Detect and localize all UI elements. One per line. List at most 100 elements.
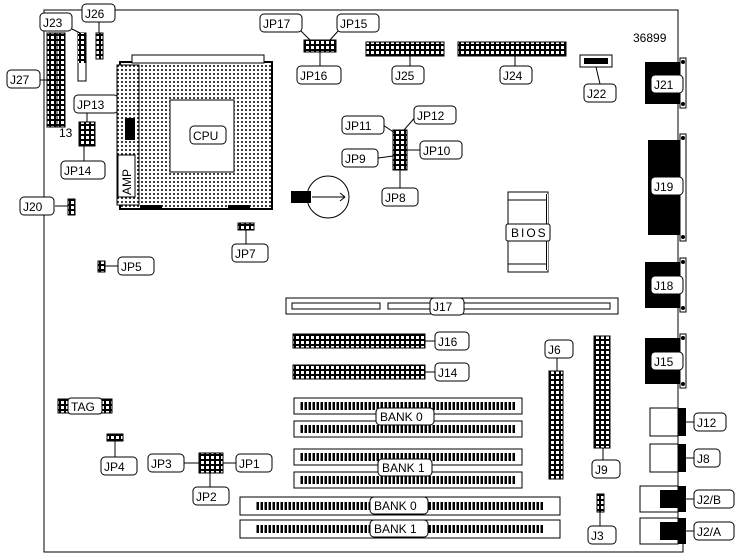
j9-callout: J9 — [591, 459, 621, 479]
svg-text:JP12: JP12 — [417, 109, 445, 123]
jp1-callout: JP1 — [235, 453, 273, 473]
jp13-callout: JP13 — [73, 94, 119, 114]
svg-text:AMP: AMP — [120, 169, 134, 195]
svg-text:JP10: JP10 — [423, 144, 451, 158]
svg-text:J14: J14 — [438, 366, 458, 380]
svg-text:JP4: JP4 — [104, 460, 125, 474]
svg-text:JP16: JP16 — [300, 69, 328, 83]
j16-slot — [292, 333, 426, 349]
bank0-upper-slots — [293, 397, 523, 438]
j12-port — [649, 407, 686, 437]
j22-callout: J22 — [583, 83, 617, 103]
j2a-callout: J2/A — [693, 521, 735, 541]
svg-text:J26: J26 — [85, 7, 105, 21]
svg-text:J25: J25 — [395, 69, 415, 83]
battery — [291, 175, 350, 219]
j3-header — [596, 493, 605, 513]
svg-text:J27: J27 — [10, 73, 30, 87]
svg-text:BANK 0: BANK 0 — [380, 410, 423, 424]
svg-text:JP2: JP2 — [196, 490, 217, 504]
jp15-callout: JP15 — [336, 13, 380, 33]
j19-callout: J19 — [650, 176, 684, 196]
j20-header — [67, 198, 76, 216]
svg-text:J19: J19 — [654, 180, 674, 194]
j18-callout: J18 — [650, 275, 684, 295]
svg-text:BIOS: BIOS — [511, 226, 548, 240]
j2b-port — [639, 485, 686, 513]
j26-callout: J26 — [81, 3, 116, 23]
svg-text:J6: J6 — [548, 343, 561, 357]
svg-text:JP15: JP15 — [340, 17, 368, 31]
j8-port — [649, 443, 686, 473]
svg-text:JP5: JP5 — [121, 260, 142, 274]
cpu-socket — [116, 54, 273, 210]
jp4-jumper — [106, 433, 124, 442]
jp8-jp12-jumpers — [392, 129, 408, 171]
j8-callout: J8 — [693, 448, 721, 468]
amp-callout: AMP — [117, 154, 136, 198]
jp3-callout: JP3 — [147, 453, 185, 473]
j14-callout: J14 — [434, 362, 470, 382]
svg-text:J22: J22 — [587, 87, 607, 101]
diagram-id: 36899 — [633, 31, 667, 45]
svg-text:JP9: JP9 — [345, 152, 366, 166]
bank1-upper-slots — [293, 448, 523, 489]
j21-callout: J21 — [650, 74, 684, 94]
j27-callout: J27 — [6, 69, 41, 89]
svg-text:TAG: TAG — [71, 400, 95, 414]
svg-text:J21: J21 — [654, 78, 674, 92]
svg-text:JP8: JP8 — [385, 191, 406, 205]
jp16-callout: JP16 — [296, 65, 342, 85]
jp4-callout: JP4 — [100, 456, 138, 476]
j26-header — [95, 32, 104, 60]
svg-text:J17: J17 — [433, 300, 453, 314]
j3-callout: J3 — [587, 525, 617, 545]
jp7-jumper — [237, 222, 255, 231]
bank1-upper-callout: BANK 1 — [377, 458, 433, 477]
j16-callout: J16 — [434, 331, 470, 351]
j2b-callout: J2/B — [693, 489, 735, 509]
jp2-callout: JP2 — [192, 486, 230, 506]
bank0-upper-callout: BANK 0 — [375, 407, 435, 426]
pin-13-label: 13 — [59, 126, 73, 140]
tag-callout: TAG — [67, 397, 103, 415]
svg-text:J15: J15 — [654, 355, 674, 369]
svg-text:BANK 1: BANK 1 — [382, 461, 425, 475]
svg-text:JP3: JP3 — [151, 457, 172, 471]
j24-connector — [457, 41, 567, 57]
jp5-callout: JP5 — [117, 256, 155, 276]
svg-text:JP17: JP17 — [263, 17, 291, 31]
svg-text:JP14: JP14 — [64, 164, 92, 178]
jp7-callout: JP7 — [231, 243, 269, 263]
svg-text:CPU: CPU — [193, 129, 218, 143]
j15-callout: J15 — [650, 351, 684, 371]
bios-callout: BIOS — [505, 223, 551, 242]
j20-callout: J20 — [19, 196, 55, 216]
svg-text:J24: J24 — [503, 69, 523, 83]
jp8-callout: JP8 — [381, 187, 419, 207]
bank1-lower-callout: BANK 1 — [369, 519, 429, 538]
j12-callout: J12 — [693, 412, 727, 432]
jp11-callout: JP11 — [341, 115, 385, 135]
svg-text:JP1: JP1 — [239, 457, 260, 471]
j9-header — [593, 335, 611, 449]
svg-text:J16: J16 — [438, 335, 458, 349]
svg-text:JP13: JP13 — [77, 98, 105, 112]
j17-callout: J17 — [429, 297, 465, 316]
jp14-callout: JP14 — [60, 160, 106, 180]
jp1-jp3-jumpers — [198, 452, 224, 474]
j25-callout: J25 — [391, 65, 425, 85]
j24-callout: J24 — [499, 65, 533, 85]
cpu-callout: CPU — [189, 125, 227, 145]
j2a-port — [639, 517, 686, 545]
jp16-jumpers — [303, 39, 337, 53]
svg-text:J2/A: J2/A — [697, 525, 721, 539]
j23-callout: J23 — [39, 12, 73, 32]
svg-text:J9: J9 — [595, 463, 608, 477]
jp12-callout: JP12 — [413, 105, 457, 125]
j6-callout: J6 — [544, 339, 574, 359]
svg-text:J2/B: J2/B — [697, 493, 721, 507]
jp10-callout: JP10 — [419, 140, 463, 160]
jp5-jumper — [97, 260, 106, 273]
